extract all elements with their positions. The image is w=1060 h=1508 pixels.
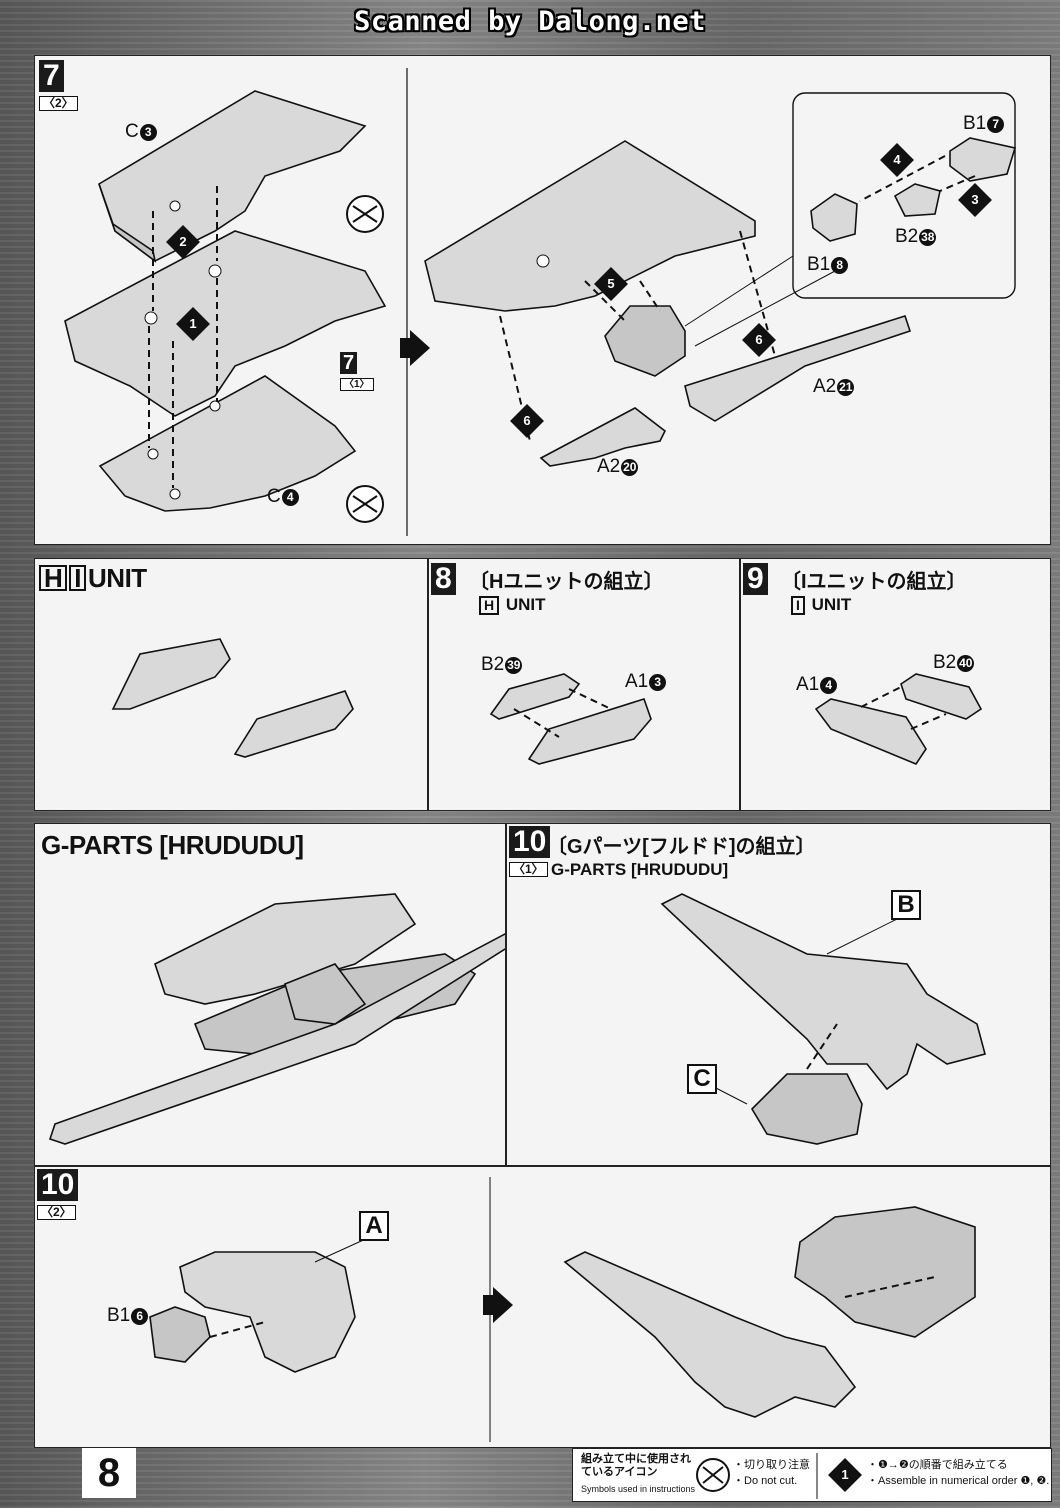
order-6b: 6 <box>510 404 544 438</box>
step7-diagram <box>64 68 1017 536</box>
step7-2-panel: 7 〈2〉 <box>34 55 1051 545</box>
step-number: 7 <box>39 60 64 92</box>
next-arrow <box>483 1287 513 1323</box>
ref-substep: 〈1〉 <box>340 378 374 391</box>
order-6a: 6 <box>742 323 776 357</box>
part-b1-7 <box>949 137 1017 182</box>
part-c4 <box>98 375 357 512</box>
step10-1-panel: 10 〈1〉 〔Gパーツ[フルドド]の組立〕 G-PARTS [HRUDUDU]… <box>506 823 1051 1166</box>
ref-step-number: 7 <box>340 352 358 374</box>
next-arrow <box>400 330 430 366</box>
part-upper-assembly <box>424 140 756 312</box>
order-4: 4 <box>880 143 914 177</box>
part-b1-8 <box>810 193 858 242</box>
symbols-en: Symbols used in instructions <box>581 1484 696 1494</box>
step10-2-diagram <box>149 1177 976 1442</box>
step10-jp-title: 〔Gパーツ[フルドド]の組立〕 <box>547 836 816 858</box>
part-middle <box>64 230 387 417</box>
part-a2-20 <box>539 407 667 467</box>
part-a2-21 <box>684 314 912 422</box>
order-jp: ・❶→❷の順番で組み立てる <box>867 1459 1008 1471</box>
letter-a: A <box>359 1211 389 1241</box>
gparts-overview-panel: G-PARTS [HRUDUDU] <box>34 823 506 1166</box>
step-number: 9 <box>743 563 768 595</box>
substep-label: 〈1〉 <box>509 862 548 877</box>
step-number: 8 <box>431 563 456 595</box>
step8-jp-title: 〔Hユニットの組立〕 <box>469 571 664 593</box>
scan-watermark: Scanned by Dalong.net <box>354 6 706 37</box>
nocut-icon <box>696 1453 818 1499</box>
order-3: 3 <box>958 183 992 217</box>
substep-label: 〈2〉 <box>39 96 78 111</box>
step8-diagram <box>489 673 652 765</box>
step8-en-title: H UNIT <box>479 595 546 615</box>
step10-1-diagram <box>660 893 986 1145</box>
order-2: 2 <box>166 225 200 259</box>
nocut-jp: ・切り取り注意 <box>733 1459 810 1471</box>
step9-diagram <box>814 673 983 765</box>
step9-en-title: I UNIT <box>791 595 851 615</box>
part-b1-8-assembly <box>604 305 686 377</box>
gparts-diagram <box>48 893 505 1145</box>
order-5: 5 <box>594 267 628 301</box>
gparts-title: G-PARTS [HRUDUDU] <box>41 830 304 860</box>
order-1: 1 <box>176 307 210 341</box>
page-number: 8 <box>82 1448 136 1498</box>
step-number: 10 <box>37 1169 79 1201</box>
order-en: ・Assemble in numerical order ❶, ❷... <box>867 1475 1049 1487</box>
nocut-en: ・Do not cut. <box>733 1475 798 1487</box>
step-number: 10 <box>509 826 551 858</box>
hi-unit-diagram <box>111 638 354 758</box>
symbols-jp: 組み立て中に使用されているアイコン <box>581 1453 691 1478</box>
substep-label: 〈2〉 <box>37 1205 76 1220</box>
part-b2-38 <box>893 183 941 217</box>
step9-jp-title: 〔Iユニットの組立〕 <box>781 571 967 593</box>
order-icon: 1 <box>828 1458 862 1492</box>
symbols-legend: 組み立て中に使用されているアイコン Symbols used in instru… <box>572 1448 1052 1502</box>
letter-c: C <box>687 1064 717 1094</box>
letter-b: B <box>891 890 921 920</box>
step10-en-title: G-PARTS [HRUDUDU] <box>551 860 729 879</box>
